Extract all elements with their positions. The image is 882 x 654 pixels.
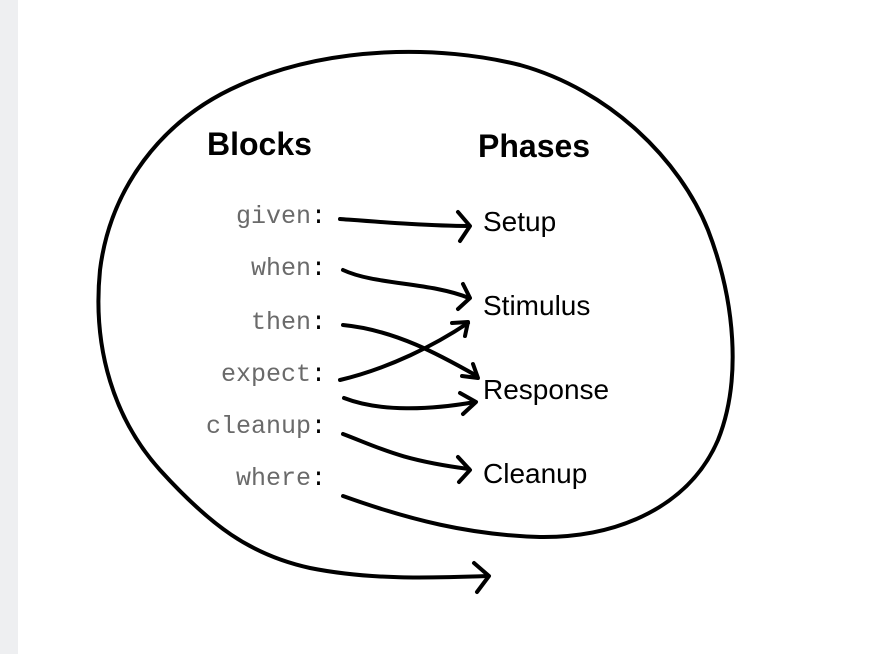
block-keyword: cleanup xyxy=(205,412,311,441)
arrow-expect-response-head xyxy=(458,391,478,416)
phase-stimulus: Stimulus xyxy=(483,290,591,321)
block-keyword: given xyxy=(235,202,311,231)
block-colon: : xyxy=(310,202,326,231)
arrow-then-response-head xyxy=(460,362,480,380)
block-colon: : xyxy=(310,360,326,389)
blocks-heading: Blocks xyxy=(207,126,312,162)
phase-response: Response xyxy=(483,374,610,405)
arrow-when-stimulus xyxy=(341,268,471,300)
block-keyword: where xyxy=(235,464,311,493)
where-arrowhead xyxy=(472,561,491,594)
phase-cleanup: Cleanup xyxy=(483,458,588,489)
arrow-given-setup-head xyxy=(456,210,472,243)
left-margin-strip xyxy=(0,0,18,654)
block-colon: : xyxy=(310,464,326,493)
enclosing-loop xyxy=(96,49,735,580)
block-colon: : xyxy=(310,308,326,337)
block-keyword: expect xyxy=(220,360,311,389)
phases-heading: Phases xyxy=(478,128,591,164)
arrow-cleanup-cleanup-head xyxy=(456,455,472,484)
block-cleanup: cleanup: xyxy=(206,414,326,439)
block-then: then: xyxy=(251,310,326,335)
block-where: where: xyxy=(236,466,326,491)
block-colon: : xyxy=(310,412,326,441)
block-expect: expect: xyxy=(221,362,326,387)
arrow-then-response xyxy=(341,323,479,378)
arrow-expect-response xyxy=(342,396,477,411)
arrow-expect-stimulus xyxy=(338,321,470,382)
arrow-when-stimulus-head xyxy=(456,282,472,311)
arrow-cleanup-cleanup xyxy=(341,432,471,471)
arrow-expect-stimulus-head xyxy=(450,320,470,338)
block-when: when: xyxy=(251,256,326,281)
block-colon: : xyxy=(310,254,326,283)
phase-setup: Setup xyxy=(483,206,557,237)
block-given: given: xyxy=(236,204,326,229)
block-keyword: when xyxy=(250,254,311,283)
block-keyword: then xyxy=(250,308,311,337)
arrow-given-setup xyxy=(338,217,471,228)
